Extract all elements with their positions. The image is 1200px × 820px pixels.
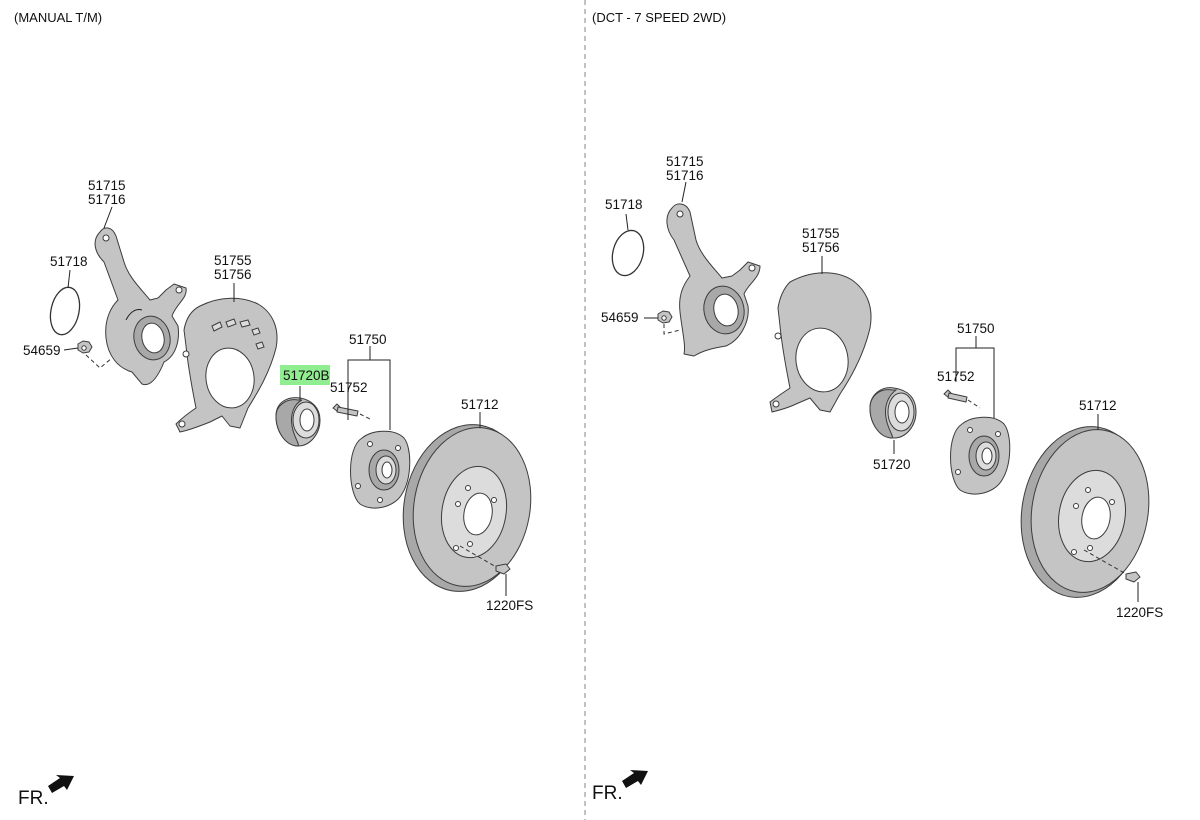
brake-disc-part[interactable] — [1008, 417, 1161, 608]
dust-cover-part[interactable] — [175, 297, 278, 433]
nut-part[interactable] — [77, 340, 93, 354]
header-dct: (DCT - 7 SPEED 2WD) — [592, 10, 726, 25]
leader-snap-ring — [67, 269, 71, 289]
label-hub-bolt[interactable]: 51752 — [330, 380, 368, 395]
leader-nut — [63, 347, 79, 351]
label-dust-cover-b[interactable]: 51756 — [214, 267, 252, 282]
label-nut[interactable]: 54659 — [601, 310, 639, 325]
panel-manual: 51715 51716 51718 54659 51755 51756 5175… — [18, 178, 543, 809]
leader-knuckle — [103, 206, 113, 229]
leader-knuckle — [681, 181, 687, 203]
label-screw[interactable]: 1220FS — [1116, 605, 1163, 620]
steering-knuckle-part[interactable] — [666, 203, 761, 357]
brake-disc-part[interactable] — [390, 415, 543, 602]
snap-ring-part[interactable] — [608, 227, 649, 279]
nut-guide-line — [663, 324, 681, 335]
steering-knuckle-part[interactable] — [94, 227, 187, 386]
disc-screw-part[interactable] — [1125, 571, 1141, 583]
nut-part[interactable] — [657, 310, 673, 324]
leader-hub-bracket — [347, 346, 391, 430]
panel-dct: 51715 51716 51718 54659 51755 51756 5175… — [592, 154, 1163, 804]
label-screw[interactable]: 1220FS — [486, 598, 533, 613]
nut-guide-line — [85, 354, 113, 369]
fr-label-left: FR. — [18, 788, 49, 809]
leader-snap-ring — [625, 213, 629, 231]
label-disc[interactable]: 51712 — [461, 397, 499, 412]
screw-guide-line — [1083, 549, 1127, 575]
wheel-bearing-part[interactable] — [869, 387, 917, 439]
label-dust-cover-a[interactable]: 51755 — [214, 253, 252, 268]
bearing-highlight — [280, 365, 330, 385]
label-dust-cover-a[interactable]: 51755 — [802, 226, 840, 241]
header-manual: (MANUAL T/M) — [14, 10, 102, 25]
label-knuckle-b[interactable]: 51716 — [666, 168, 704, 183]
hub-bolt-part[interactable] — [332, 403, 359, 417]
label-hub-bolt[interactable]: 51752 — [937, 369, 975, 384]
leader-hub-bracket — [955, 336, 995, 418]
label-snap-ring[interactable]: 51718 — [605, 197, 643, 212]
wheel-hub-part[interactable] — [950, 416, 1011, 495]
label-snap-ring[interactable]: 51718 — [50, 254, 88, 269]
label-knuckle-a[interactable]: 51715 — [666, 154, 704, 169]
wheel-bearing-part[interactable] — [275, 397, 321, 447]
dust-cover-part[interactable] — [769, 272, 872, 413]
label-bearing[interactable]: 51720B — [283, 368, 330, 383]
label-knuckle-a[interactable]: 51715 — [88, 178, 126, 193]
hub-bolt-part[interactable] — [943, 389, 968, 403]
label-hub-assy[interactable]: 51750 — [349, 332, 387, 347]
disc-screw-part[interactable] — [495, 563, 511, 575]
label-disc[interactable]: 51712 — [1079, 398, 1117, 413]
label-bearing[interactable]: 51720 — [873, 457, 911, 472]
wheel-hub-part[interactable] — [350, 430, 411, 509]
hub-bolt-guide-line — [359, 413, 373, 421]
label-dust-cover-b[interactable]: 51756 — [802, 240, 840, 255]
label-knuckle-b[interactable]: 51716 — [88, 192, 126, 207]
screw-guide-line — [459, 545, 499, 569]
arrow-front-icon — [622, 770, 648, 788]
hub-bolt-guide-line — [967, 399, 981, 409]
arrow-front-icon — [48, 775, 74, 793]
snap-ring-part[interactable] — [46, 285, 83, 338]
label-hub-assy[interactable]: 51750 — [957, 321, 995, 336]
label-nut[interactable]: 54659 — [23, 343, 61, 358]
fr-label-right: FR. — [592, 783, 623, 804]
